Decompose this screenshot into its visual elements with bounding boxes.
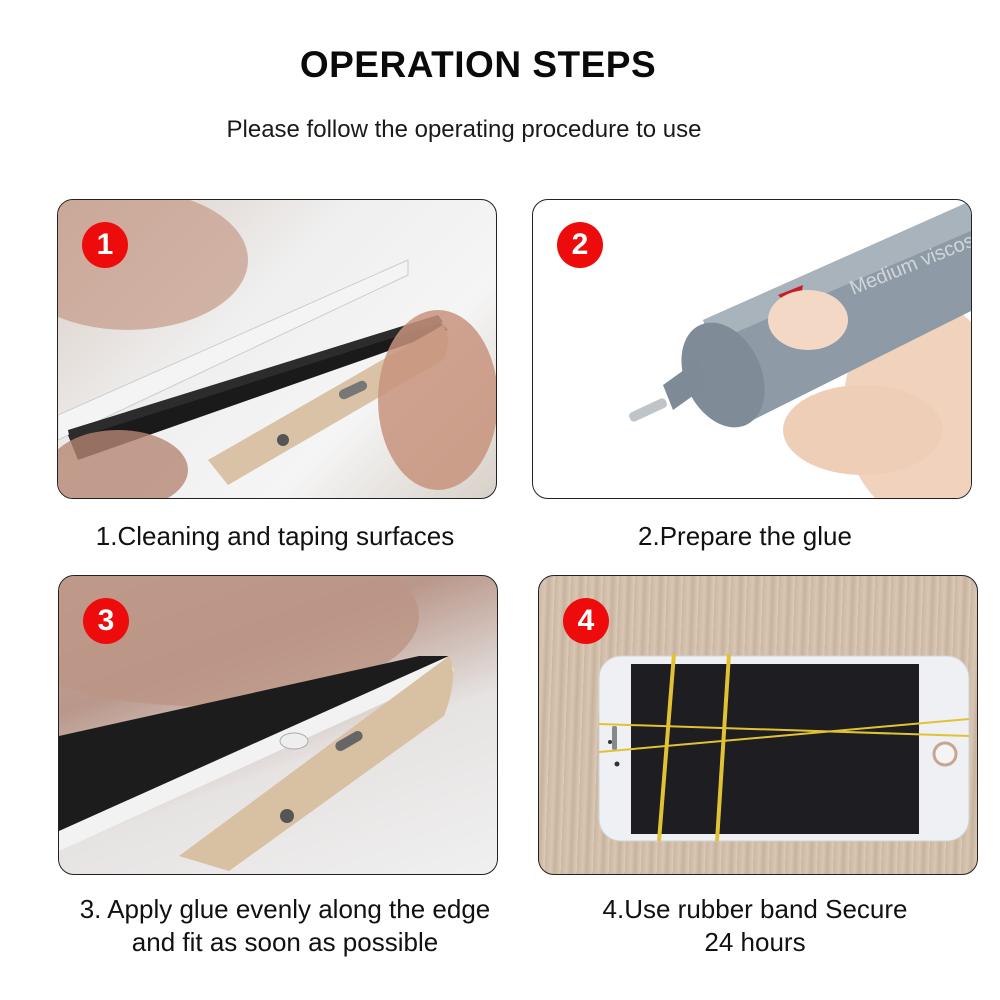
phone-screen-being-opened-image — [58, 200, 496, 498]
page-subtitle: Please follow the operating procedure to… — [226, 116, 702, 143]
page-title: OPERATION STEPS — [299, 44, 657, 85]
step-1-caption: 1.Cleaning and taping surfaces — [40, 520, 510, 553]
caption-line: 24 hours — [704, 927, 806, 957]
caption-line: 2.Prepare the glue — [638, 521, 852, 551]
step-2-number-badge: 2 — [557, 222, 603, 268]
phone-screen-fitting-image — [59, 576, 454, 871]
caption-line: and fit as soon as possible — [131, 927, 439, 957]
phone-with-rubber-bands-image — [598, 653, 970, 842]
step-4-image-panel: 4 — [538, 575, 978, 875]
caption-line: 3. Apply glue evenly along the edge — [79, 894, 491, 924]
step-4-number-badge: 4 — [563, 598, 609, 644]
step-1-number-badge: 1 — [82, 222, 128, 268]
step-1-image-panel: 1 — [57, 199, 497, 499]
step-4-caption: 4.Use rubber band Secure 24 hours — [530, 893, 980, 959]
step-2-caption: 2.Prepare the glue — [520, 520, 970, 553]
caption-line: 1.Cleaning and taping surfaces — [95, 521, 455, 551]
step-3-image-panel: 3 — [58, 575, 498, 875]
step-3-caption: 3. Apply glue evenly along the edge and … — [40, 893, 530, 959]
step-2-image-panel: 2 Medium viscos — [532, 199, 972, 499]
glue-tube-in-hand-image: Medium viscos — [629, 200, 971, 498]
caption-line: 4.Use rubber band Secure — [602, 894, 908, 924]
step-3-number-badge: 3 — [83, 598, 129, 644]
